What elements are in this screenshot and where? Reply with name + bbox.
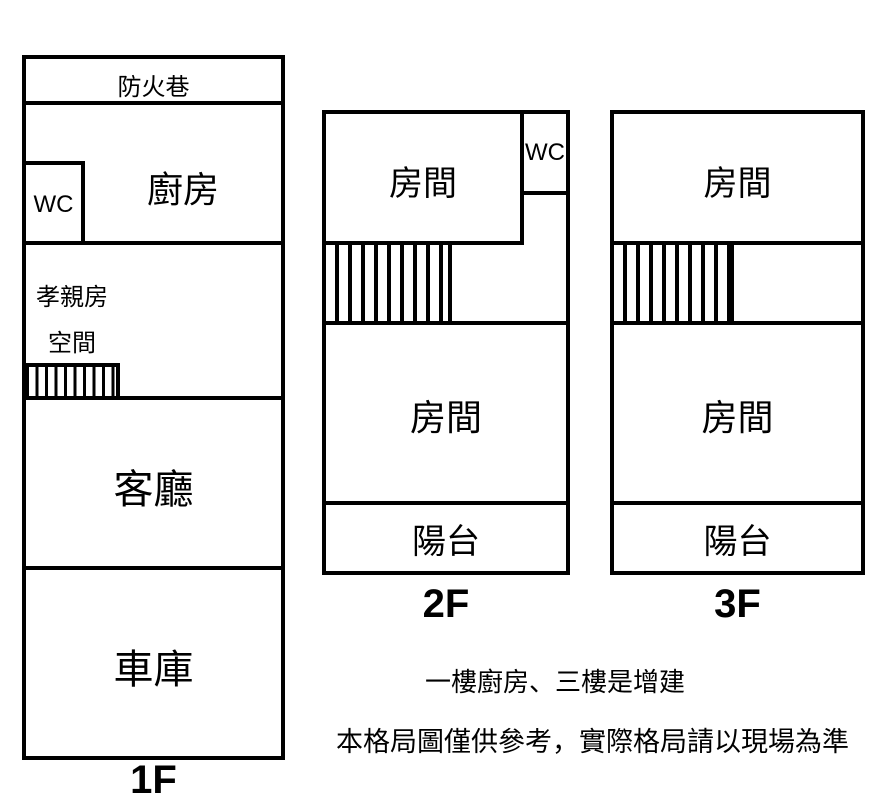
garage-label: 車庫 — [113, 648, 194, 692]
living-divider-wall — [26, 566, 281, 570]
stairs-divider-wall-2f — [326, 321, 566, 325]
balcony-label-2f: 陽台 — [412, 523, 480, 561]
living-room-label: 客廳 — [113, 468, 194, 512]
room-top-label-3f: 房間 — [703, 165, 772, 203]
elder-room-label: 孝親房 — [36, 284, 108, 311]
floor1-label: 1F — [130, 758, 177, 802]
stairs-divider-wall-3f — [614, 321, 861, 325]
kitchen-divider-wall — [26, 241, 281, 245]
room-top-divider-wall-2f — [326, 241, 524, 245]
note-line1: 一樓廚房、三樓是增建 — [424, 667, 685, 697]
floor3-plan: 房間 房間 陽台 — [610, 110, 865, 575]
room-main-label-3f: 房間 — [701, 397, 774, 438]
balcony-label-3f: 陽台 — [703, 523, 772, 561]
wc-bottom-wall-2f — [520, 191, 566, 195]
kitchen-label: 廚房 — [146, 169, 219, 210]
fire-lane-label: 防火巷 — [117, 74, 190, 101]
room-main-label-2f: 房間 — [409, 397, 482, 438]
room-top-label-2f: 房間 — [389, 165, 457, 203]
wc-partition-wall-2f — [520, 114, 524, 245]
note-line2: 本格局圖僅供參考，實際格局請以現場為準 — [336, 727, 849, 757]
balcony-divider-wall-2f — [326, 501, 566, 505]
floor3-label: 3F — [714, 582, 761, 626]
floor1-plan: 防火巷 廚房 WC 孝親房 空間 客廳 車庫 — [22, 55, 285, 760]
stairs-2f — [326, 245, 452, 321]
floor2-plan: 房間 WC 房間 陽台 — [322, 110, 570, 575]
wc-room-2f: WC — [525, 138, 565, 166]
stairs-1f — [26, 363, 120, 396]
elder-space-label: 空間 — [48, 330, 96, 357]
balcony-divider-wall-3f — [614, 501, 861, 505]
stairs-3f — [614, 245, 734, 321]
fire-lane-divider-wall — [26, 101, 281, 105]
room-top-divider-wall-3f — [614, 241, 861, 245]
wc-room-1f: WC — [26, 161, 85, 245]
elder-divider-wall — [26, 396, 281, 400]
floor2-label: 2F — [422, 582, 470, 626]
